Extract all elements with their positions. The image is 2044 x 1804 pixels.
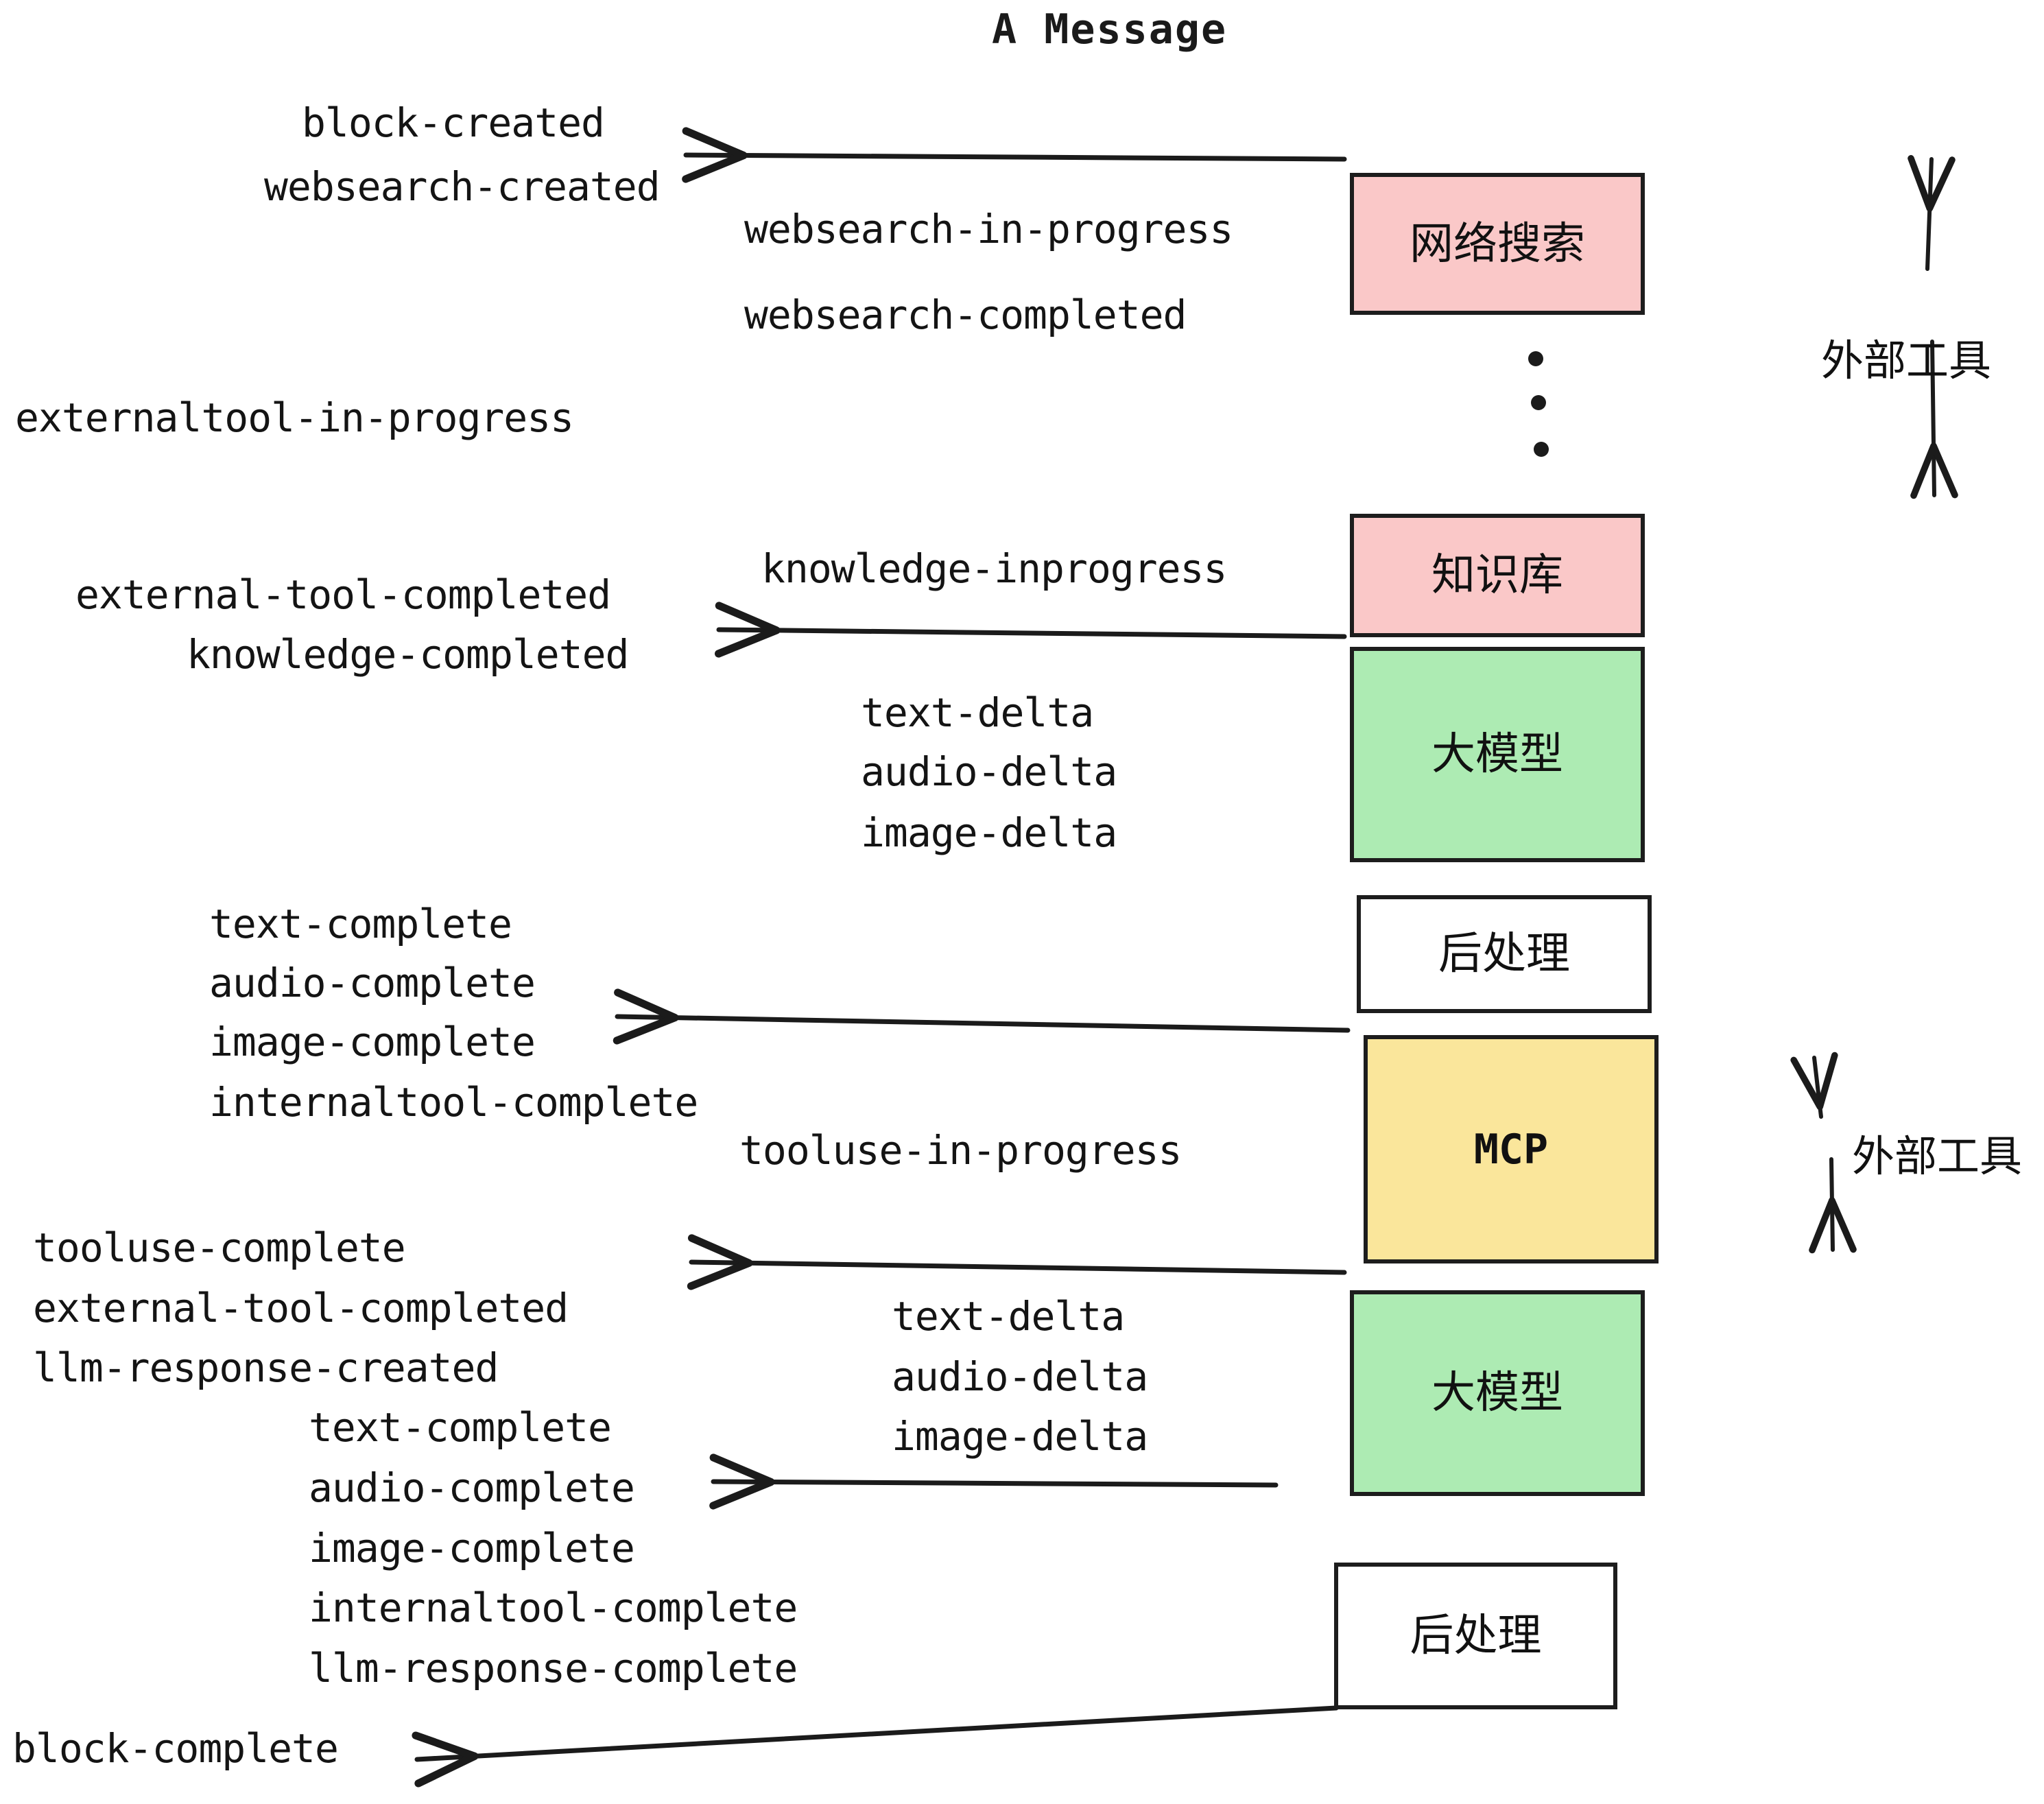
event-label-external-tool-completed-1: external-tool-completed (75, 571, 611, 618)
arrow-external-tool-bottom-down (1809, 1157, 1857, 1254)
box-mcp[interactable]: MCP (1364, 1035, 1659, 1263)
box-websearch[interactable]: 网络搜索 (1350, 173, 1645, 315)
arrow-mcp-to-tooluse-complete (687, 1234, 1347, 1290)
event-label-text-delta-2: text-delta (892, 1293, 1125, 1340)
box-label-postprocess-2: 后处理 (1410, 1611, 1542, 1661)
event-label-websearch-in-progress: websearch-in-progress (744, 206, 1233, 252)
event-label-audio-delta-2: audio-delta (892, 1353, 1148, 1400)
box-llm-1[interactable]: 大模型 (1350, 647, 1645, 862)
arrow-knowledge-to-completed (715, 602, 1347, 658)
box-knowledge[interactable]: 知识库 (1350, 514, 1645, 637)
event-label-llm-response-complete: llm-response-complete (309, 1645, 798, 1692)
event-label-image-delta-1: image-delta (861, 809, 1117, 856)
ellipsis-dot-1 (1528, 351, 1543, 366)
event-label-audio-complete-2: audio-complete (309, 1464, 635, 1511)
event-label-text-complete-2: text-complete (309, 1404, 612, 1451)
event-label-text-complete-1: text-complete (209, 901, 512, 947)
arrow-websearch-to-block-created (682, 127, 1347, 183)
side-label-external-tool-top: 外部工具 (1821, 335, 1992, 385)
arrow-external-tool-top-up (1908, 155, 1956, 271)
box-label-postprocess-1: 后处理 (1438, 929, 1570, 980)
event-label-websearch-created: websearch-created (264, 163, 661, 210)
event-label-knowledge-inprogress: knowledge-inprogress (761, 545, 1227, 592)
event-label-audio-complete-1: audio-complete (209, 960, 536, 1006)
event-label-internaltool-complete-2: internaltool-complete (309, 1585, 798, 1631)
box-label-llm-1: 大模型 (1431, 729, 1563, 780)
ellipsis-dot-2 (1531, 395, 1546, 410)
event-label-block-created: block-created (302, 99, 605, 146)
event-label-image-complete-2: image-complete (309, 1525, 635, 1571)
event-label-tooluse-in-progress: tooluse-in-progress (739, 1127, 1182, 1174)
ellipsis-dot-3 (1534, 442, 1549, 457)
box-label-mcp: MCP (1473, 1125, 1549, 1174)
page-title: A Message (992, 5, 1228, 54)
arrow-postprocess2-to-block-complete (412, 1705, 1339, 1788)
arrow-external-tool-bottom-up (1790, 1052, 1838, 1119)
event-label-knowledge-completed: knowledge-completed (187, 631, 629, 678)
event-label-image-complete-1: image-complete (209, 1019, 536, 1065)
event-label-external-tool-completed-2: external-tool-completed (33, 1285, 569, 1331)
box-postprocess-1[interactable]: 后处理 (1357, 895, 1652, 1013)
box-label-llm-2: 大模型 (1431, 1368, 1563, 1419)
box-postprocess-2[interactable]: 后处理 (1334, 1563, 1617, 1709)
box-label-knowledge: 知识库 (1431, 550, 1563, 601)
arrow-llm2-to-audio-complete (709, 1453, 1279, 1510)
side-label-external-tool-bottom: 外部工具 (1852, 1131, 2023, 1181)
event-label-text-delta-1: text-delta (861, 689, 1094, 736)
arrow-postprocess1-to-image-complete (613, 988, 1351, 1045)
event-label-block-complete: block-complete (12, 1725, 339, 1772)
event-label-image-delta-2: image-delta (892, 1413, 1148, 1460)
box-llm-2[interactable]: 大模型 (1350, 1290, 1645, 1496)
event-label-externaltool-in-progress: externaltool-in-progress (15, 394, 574, 441)
event-label-websearch-completed: websearch-completed (744, 292, 1187, 338)
event-label-audio-delta-1: audio-delta (861, 748, 1117, 795)
event-label-llm-response-created: llm-response-created (33, 1344, 499, 1391)
event-label-internaltool-complete-1: internaltool-complete (209, 1079, 698, 1126)
box-label-websearch: 网络搜索 (1410, 218, 1585, 270)
event-label-tooluse-complete: tooluse-complete (33, 1224, 406, 1271)
